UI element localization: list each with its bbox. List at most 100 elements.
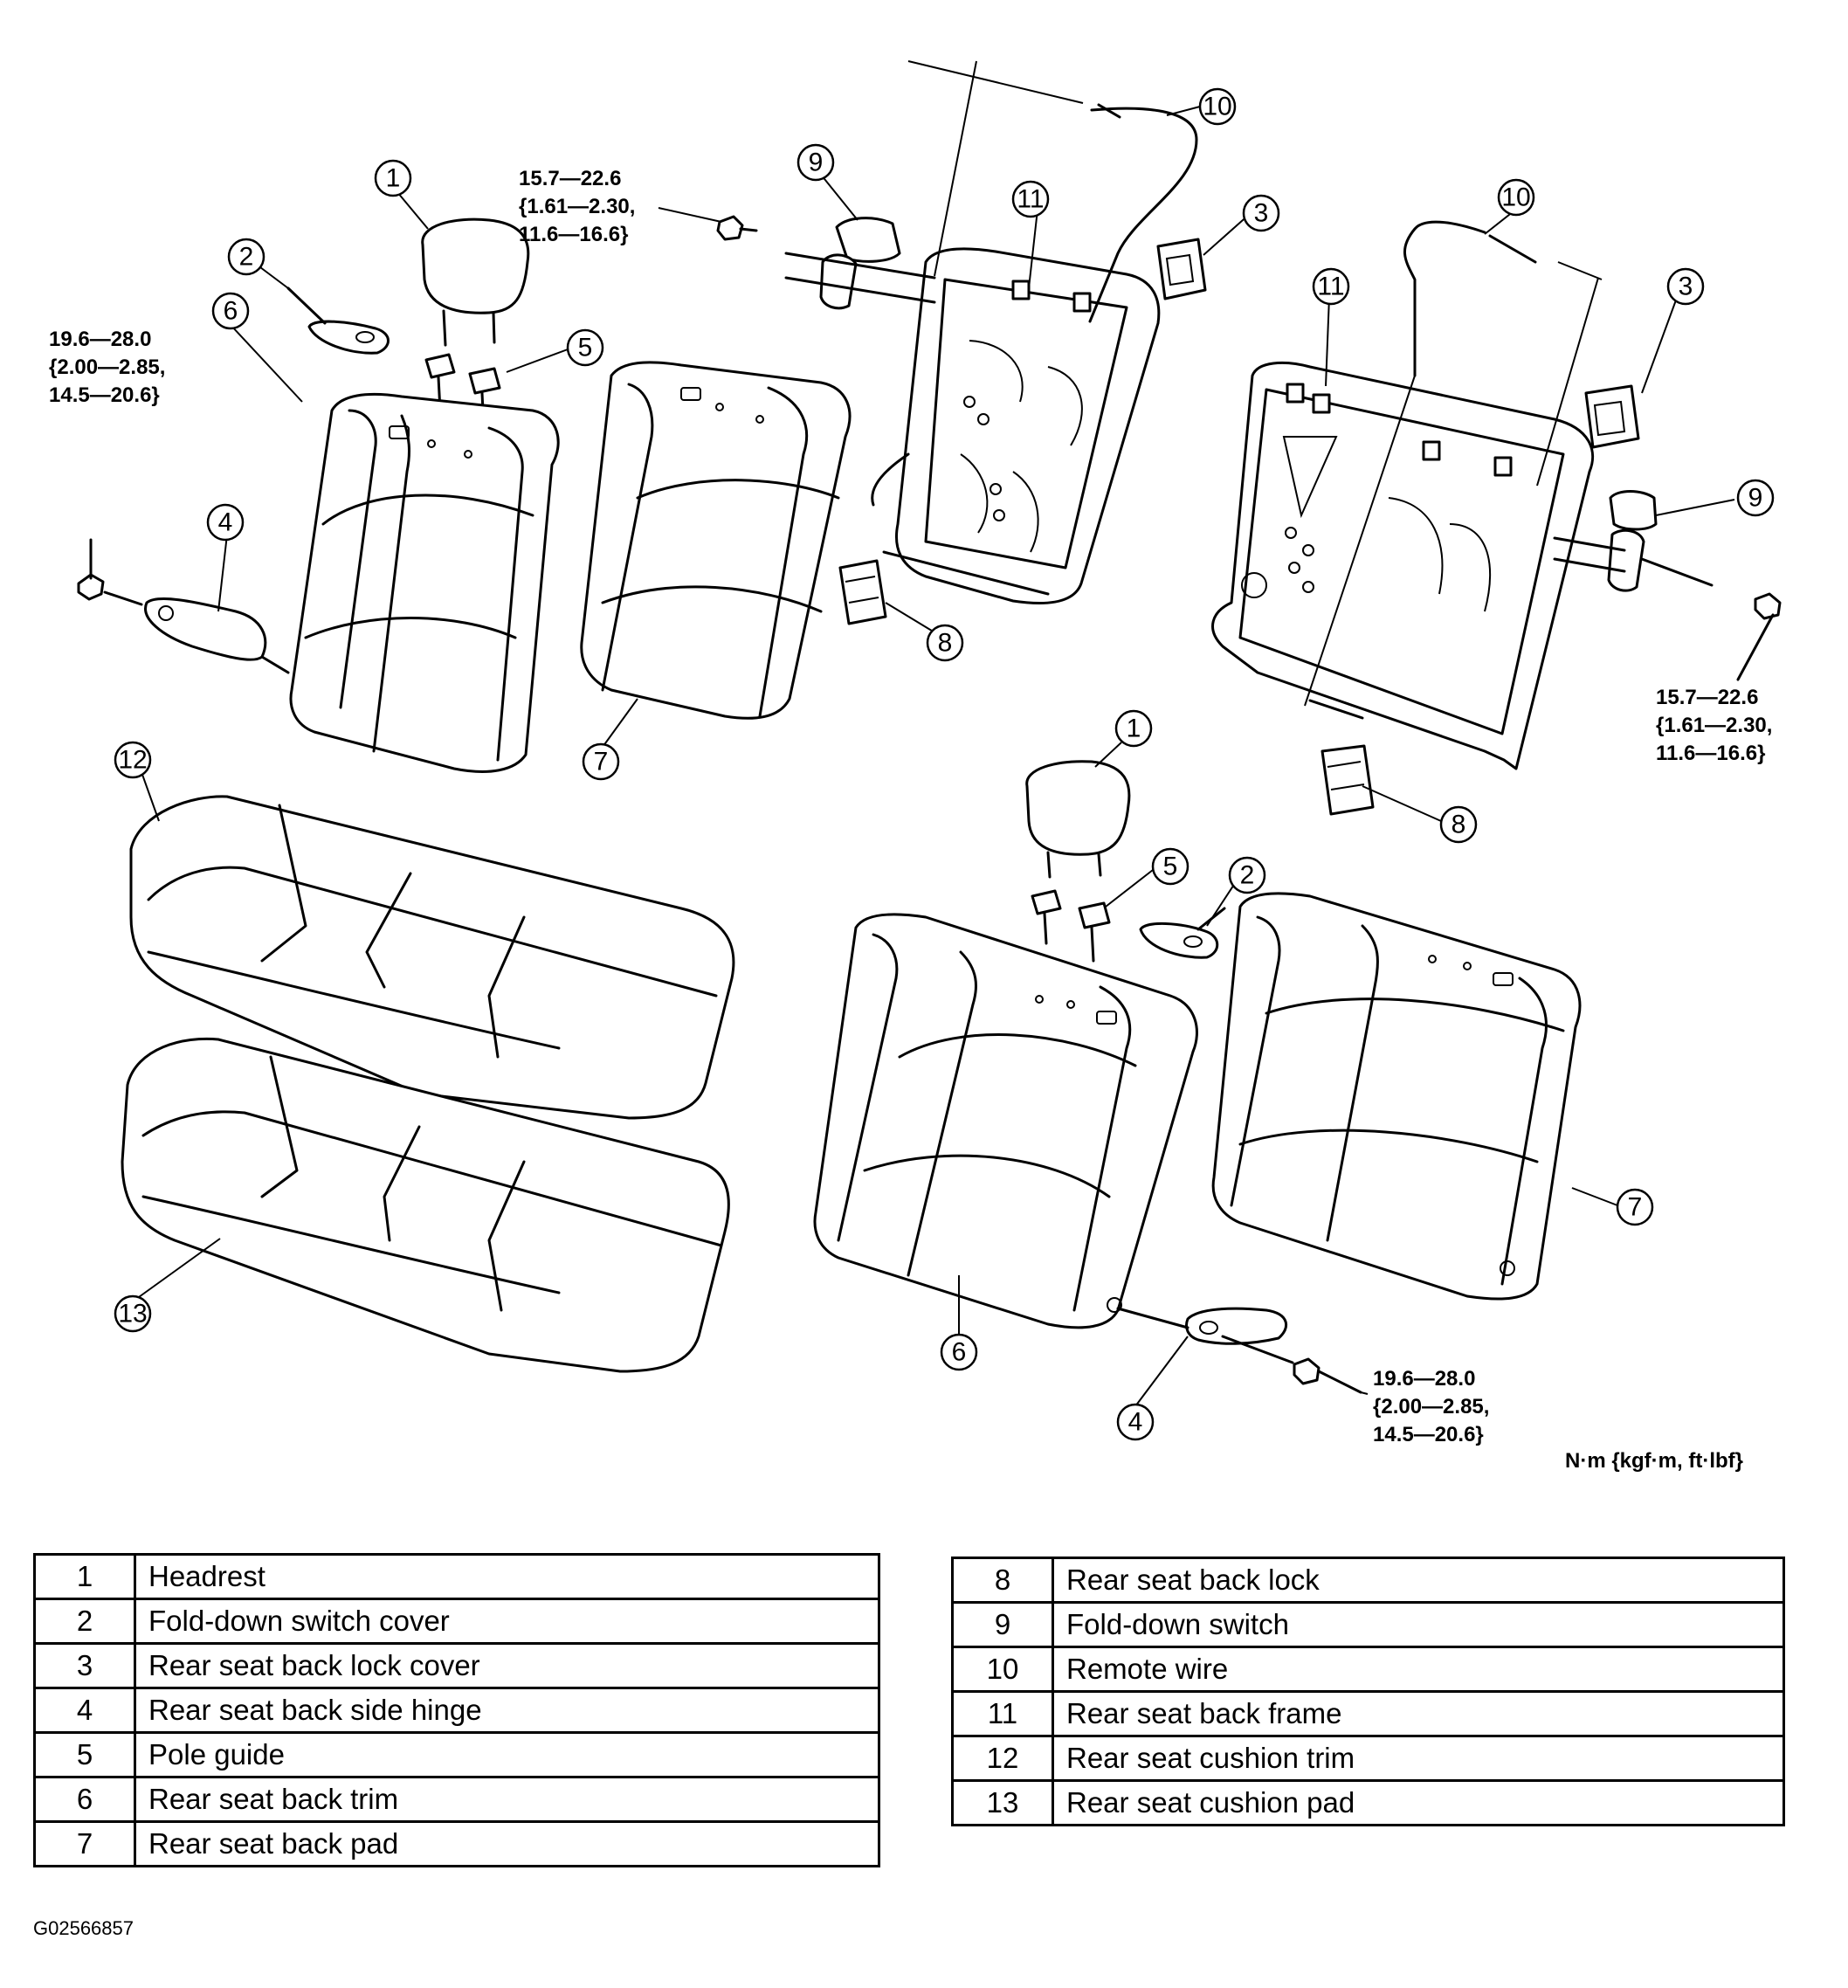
svg-text:12: 12 bbox=[118, 746, 147, 775]
svg-text:8: 8 bbox=[938, 629, 953, 658]
svg-text:19.6—28.0: 19.6—28.0 bbox=[1373, 1367, 1475, 1391]
callout-3-center: 3 bbox=[1242, 194, 1280, 232]
callout-2-right: 2 bbox=[1228, 856, 1266, 894]
svg-text:7: 7 bbox=[594, 748, 609, 777]
part-name: Rear seat cushion trim bbox=[1052, 1735, 1785, 1782]
svg-text:1: 1 bbox=[386, 164, 401, 193]
fold-down-switch-right bbox=[1553, 490, 1714, 592]
svg-text:5: 5 bbox=[1163, 852, 1178, 881]
svg-text:11: 11 bbox=[1017, 185, 1044, 214]
callout-1-right: 1 bbox=[1114, 709, 1153, 748]
rear-seat-back-frame-center bbox=[871, 247, 1161, 604]
callout-8-center: 8 bbox=[926, 624, 964, 662]
fold-down-switch-cover-left bbox=[286, 286, 390, 355]
callout-6-right: 6 bbox=[940, 1333, 978, 1371]
part-number: 3 bbox=[33, 1642, 136, 1689]
part-number: 7 bbox=[33, 1820, 136, 1867]
exploded-parts-diagram: 1 2 5 6 4 7 12 13 9 11 10 3 8 10 11 3 9 … bbox=[49, 60, 1782, 1473]
part-number: 13 bbox=[951, 1779, 1054, 1826]
svg-text:8: 8 bbox=[1452, 811, 1466, 839]
rear-seat-back-trim-right bbox=[813, 913, 1198, 1329]
callout-2-left: 2 bbox=[227, 238, 265, 276]
torque-spec-top-center: 15.7—22.6 {1.61—2.30, 11.6—16.6} bbox=[519, 167, 722, 246]
svg-text:14.5—20.6}: 14.5—20.6} bbox=[49, 383, 160, 407]
svg-text:5: 5 bbox=[578, 334, 593, 362]
part-name: Rear seat back trim bbox=[134, 1776, 880, 1823]
svg-text:10: 10 bbox=[1501, 183, 1530, 212]
part-number: 1 bbox=[33, 1553, 136, 1600]
callout-11-center: 11 bbox=[1011, 180, 1050, 218]
units-note: N·m {kgf·m, ft·lbf} bbox=[1565, 1449, 1743, 1473]
svg-text:11.6—16.6}: 11.6—16.6} bbox=[519, 223, 628, 246]
svg-text:6: 6 bbox=[952, 1338, 967, 1367]
svg-text:11.6—16.6}: 11.6—16.6} bbox=[1656, 742, 1765, 765]
rear-seat-back-lock-cover-right bbox=[1584, 384, 1640, 449]
callout-1-left: 1 bbox=[374, 159, 412, 197]
svg-text:10: 10 bbox=[1203, 93, 1231, 121]
svg-text:7: 7 bbox=[1628, 1193, 1643, 1222]
headrest-left bbox=[421, 217, 530, 347]
part-number: 6 bbox=[33, 1776, 136, 1823]
svg-text:{1.61—2.30,: {1.61—2.30, bbox=[1656, 714, 1772, 737]
part-name: Rear seat back lock bbox=[1052, 1557, 1785, 1604]
torque-spec-bottom: 19.6—28.0 {2.00—2.85, 14.5—20.6} bbox=[1373, 1367, 1489, 1446]
remote-wire-center bbox=[907, 60, 1198, 323]
part-name: Rear seat back lock cover bbox=[134, 1642, 880, 1689]
part-name: Pole guide bbox=[134, 1731, 880, 1778]
svg-text:1: 1 bbox=[1127, 714, 1141, 743]
rear-seat-back-frame-right bbox=[1211, 361, 1595, 770]
svg-text:2: 2 bbox=[1240, 861, 1255, 890]
pole-guides-left bbox=[424, 353, 501, 431]
rear-seat-back-pad-left bbox=[580, 361, 852, 720]
svg-text:3: 3 bbox=[1254, 199, 1269, 228]
callout-5-right: 5 bbox=[1151, 847, 1189, 886]
rear-seat-back-lock-cover-center bbox=[1156, 238, 1207, 300]
callout-7-right: 7 bbox=[1616, 1188, 1654, 1226]
callout-6-left: 6 bbox=[211, 292, 250, 330]
bolt-bottom-right bbox=[1293, 1357, 1362, 1394]
rear-seat-back-lock-center bbox=[838, 550, 1050, 625]
part-name: Remote wire bbox=[1052, 1646, 1785, 1693]
svg-text:13: 13 bbox=[118, 1300, 147, 1329]
torque-spec-right: 15.7—22.6 {1.61—2.30, 11.6—16.6} bbox=[1656, 686, 1772, 765]
part-number: 8 bbox=[951, 1557, 1054, 1604]
svg-text:4: 4 bbox=[1128, 1408, 1143, 1437]
svg-text:3: 3 bbox=[1679, 273, 1693, 301]
part-name: Rear seat back pad bbox=[134, 1820, 880, 1867]
callout-8-right: 8 bbox=[1439, 805, 1478, 844]
callout-5-left: 5 bbox=[566, 328, 604, 367]
fold-down-switch-center bbox=[784, 217, 936, 310]
svg-text:4: 4 bbox=[218, 508, 233, 537]
callout-9-right: 9 bbox=[1736, 479, 1775, 517]
figure-id: G02566857 bbox=[33, 1917, 134, 1939]
callout-9-center: 9 bbox=[796, 143, 835, 182]
rear-seat-cushion-trim bbox=[129, 795, 735, 1120]
part-number: 12 bbox=[951, 1735, 1054, 1782]
part-name: Rear seat back frame bbox=[1052, 1690, 1785, 1737]
bolt-right bbox=[1736, 592, 1782, 681]
svg-text:19.6—28.0: 19.6—28.0 bbox=[49, 328, 151, 351]
torque-spec-top-left: 19.6—28.0 {2.00—2.85, 14.5—20.6} bbox=[49, 328, 165, 407]
callout-10-center: 10 bbox=[1198, 87, 1237, 126]
part-name: Fold-down switch bbox=[1052, 1601, 1785, 1648]
svg-text:{2.00—2.85,: {2.00—2.85, bbox=[49, 355, 165, 379]
part-number: 4 bbox=[33, 1687, 136, 1734]
remote-wire-right bbox=[1304, 220, 1603, 707]
svg-text:2: 2 bbox=[239, 243, 254, 272]
callout-4-left: 4 bbox=[206, 503, 245, 542]
callout-3-right: 3 bbox=[1666, 267, 1705, 306]
callout-7-left: 7 bbox=[582, 742, 620, 781]
svg-text:11: 11 bbox=[1317, 273, 1344, 301]
svg-text:{1.61—2.30,: {1.61—2.30, bbox=[519, 195, 635, 218]
